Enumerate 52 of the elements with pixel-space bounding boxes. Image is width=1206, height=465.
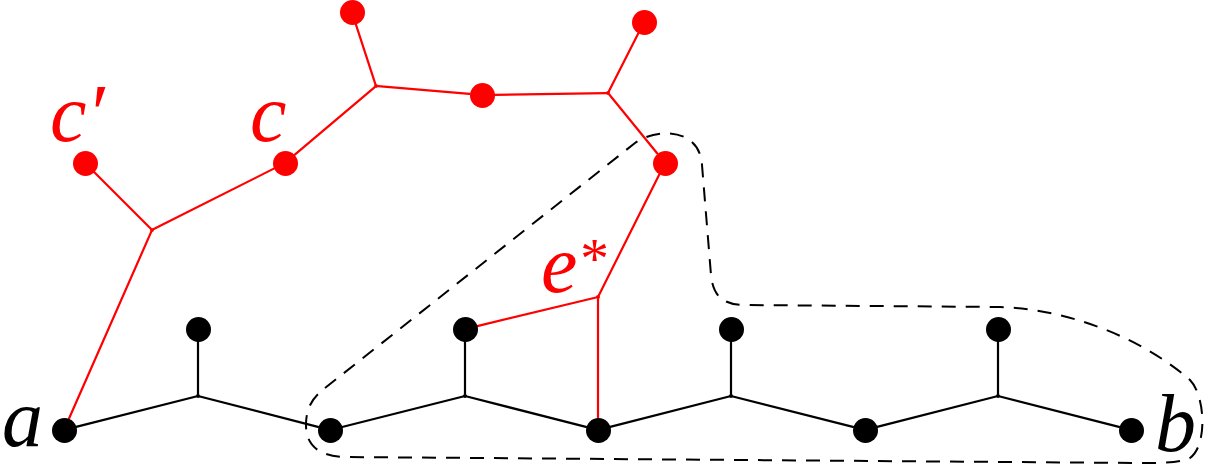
vertex-dot bbox=[185, 316, 211, 342]
vertex-dot bbox=[452, 316, 478, 342]
junction-point bbox=[374, 84, 378, 88]
tree-edge bbox=[607, 32, 640, 93]
tree-edge bbox=[996, 340, 1000, 396]
junction-point bbox=[606, 91, 610, 95]
tree-edge bbox=[729, 340, 733, 396]
edge-label: e$^{*}$ bbox=[541, 229, 607, 302]
vertex-dot bbox=[718, 316, 744, 342]
tree-edge bbox=[463, 340, 467, 396]
vertex-dot bbox=[339, 0, 365, 25]
vertex-label: c′ bbox=[50, 73, 105, 155]
tree-edge bbox=[92, 170, 152, 230]
junction-point bbox=[150, 228, 154, 232]
tree-edge bbox=[196, 340, 200, 396]
tree-edge bbox=[596, 297, 600, 419]
vertex-dot bbox=[51, 417, 77, 443]
tree-edge bbox=[75, 395, 198, 429]
vertex-dot bbox=[631, 9, 657, 35]
tree-edge bbox=[597, 173, 661, 297]
vertex-dot bbox=[1118, 417, 1144, 443]
vertex-label: c bbox=[250, 73, 287, 155]
tree-edge bbox=[376, 85, 471, 96]
junction-point bbox=[996, 394, 1000, 398]
tree-edge bbox=[465, 395, 587, 428]
junction-point bbox=[463, 394, 467, 398]
vertex-label: b bbox=[1155, 383, 1196, 465]
junction-point bbox=[596, 295, 600, 299]
tree-edge bbox=[67, 230, 153, 420]
vertex-dot bbox=[652, 150, 678, 176]
vertex-dot bbox=[852, 417, 878, 443]
vertex-dot bbox=[585, 417, 611, 443]
junction-point bbox=[729, 394, 733, 398]
tree-edge bbox=[198, 395, 319, 428]
tree-edge bbox=[731, 395, 854, 429]
junction-point bbox=[196, 394, 200, 398]
vertex-dot bbox=[317, 417, 343, 443]
tree-edge bbox=[341, 395, 465, 429]
tree-edge bbox=[293, 86, 376, 157]
vertex-dot bbox=[272, 150, 298, 176]
tree-edge bbox=[876, 395, 998, 428]
vertex-dot bbox=[469, 82, 495, 108]
tree-edge bbox=[152, 167, 275, 231]
vertex-dot bbox=[72, 150, 98, 176]
tree-edge bbox=[609, 395, 731, 428]
tree-edge bbox=[998, 395, 1120, 428]
tree-edge bbox=[476, 296, 598, 328]
tree-edge bbox=[493, 91, 608, 96]
vertex-dot bbox=[985, 316, 1011, 342]
tree-edge bbox=[608, 93, 659, 155]
vertex-label: a bbox=[2, 378, 43, 460]
tree-edge bbox=[354, 23, 377, 86]
